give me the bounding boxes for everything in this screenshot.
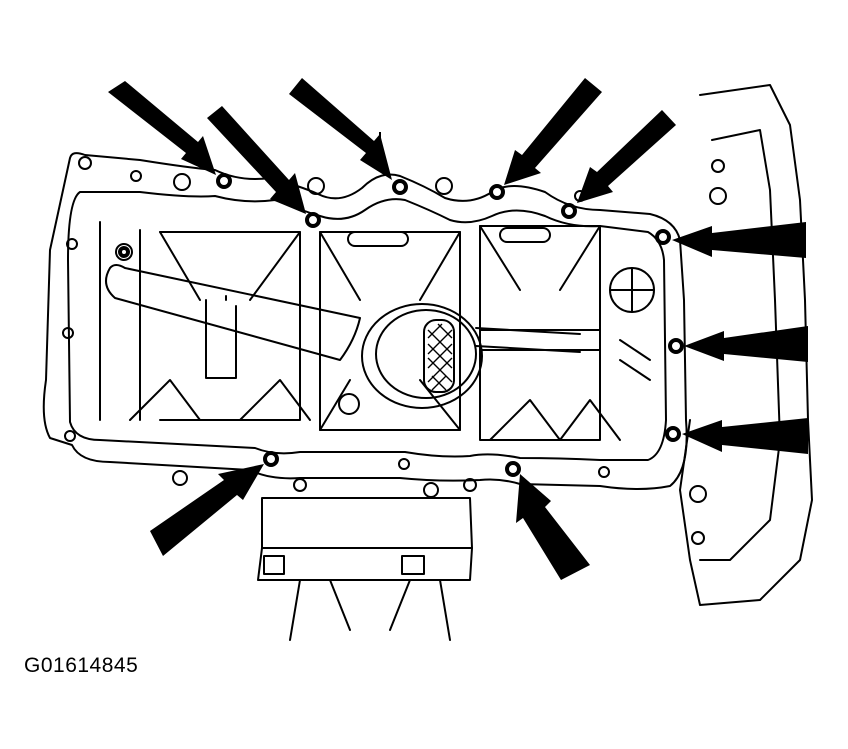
pan-rib (319, 231, 461, 301)
pan-rib (129, 379, 311, 421)
oil-pan-bolt (216, 173, 232, 189)
oil-pan-bolt (489, 184, 505, 200)
pan-rib (489, 399, 621, 441)
lower-bolt-head (423, 482, 439, 498)
lower-bolt-head (463, 478, 477, 492)
arrow-pointer (150, 464, 264, 556)
arrow-pointer (672, 222, 806, 258)
pan-boss (338, 393, 360, 415)
block-bolt (711, 159, 725, 173)
oil-pan-bolt (668, 338, 684, 354)
oil-pickup-strainer-inner (375, 309, 477, 399)
oil-pan-bolt (118, 246, 130, 258)
pan-bolt-hole (64, 430, 76, 442)
drain-boss-detail (609, 267, 655, 313)
pan-rib (159, 231, 301, 301)
pan-bolt-hole (62, 327, 74, 339)
arrow-pointer (289, 78, 392, 180)
block-bolt (709, 187, 727, 205)
oil-pan-bolt (305, 212, 321, 228)
oil-pan-bolt (505, 461, 521, 477)
arrow-pointer (682, 418, 808, 454)
arrow-pointer (684, 326, 808, 362)
oil-pickup-tube (105, 264, 361, 361)
pan-bolt-hole (398, 458, 410, 470)
strainer-mesh-frame (423, 319, 455, 393)
pan-slot (347, 231, 409, 247)
arrow-pointer (516, 474, 590, 580)
arrow-pointer (504, 78, 602, 185)
lower-bolt (263, 555, 285, 575)
block-bolt (435, 177, 453, 195)
block-bolt (689, 485, 707, 503)
lower-mount (257, 547, 473, 581)
pan-rib (479, 225, 601, 291)
pan-rib (479, 225, 601, 441)
oil-pan-bolt (263, 451, 279, 467)
oil-pickup-strainer (361, 303, 483, 409)
block-bolt (691, 531, 705, 545)
pan-bolt-hole (130, 170, 142, 182)
pan-rib (159, 231, 301, 421)
oil-pan-bolt (561, 203, 577, 219)
lower-support (289, 579, 451, 641)
pan-boss (172, 470, 188, 486)
figure-caption: G01614845 (24, 654, 139, 677)
arrow-pointer (577, 110, 676, 203)
pan-rib (619, 339, 651, 381)
oil-pan-bolt (655, 229, 671, 245)
engine-block-right (679, 84, 813, 606)
oil-pan-bolt (665, 426, 681, 442)
arrow-pointer (108, 81, 216, 175)
crank-pulley-housing (261, 497, 473, 549)
pan-bolt-hole (66, 238, 78, 250)
block-bolt (173, 173, 191, 191)
arrow-pointer (207, 106, 306, 214)
pan-boss (115, 243, 133, 261)
lower-bolt (401, 555, 425, 575)
pan-slot (499, 227, 551, 243)
pan-bolt-hole (598, 466, 610, 478)
lower-bolt-head (293, 478, 307, 492)
pickup-arm (475, 327, 581, 353)
engine-block-right-detail (699, 129, 781, 561)
pickup-bracket (205, 295, 237, 379)
strainer-mesh (427, 323, 453, 391)
block-bolt (78, 156, 92, 170)
oil-pan-bolt (392, 179, 408, 195)
